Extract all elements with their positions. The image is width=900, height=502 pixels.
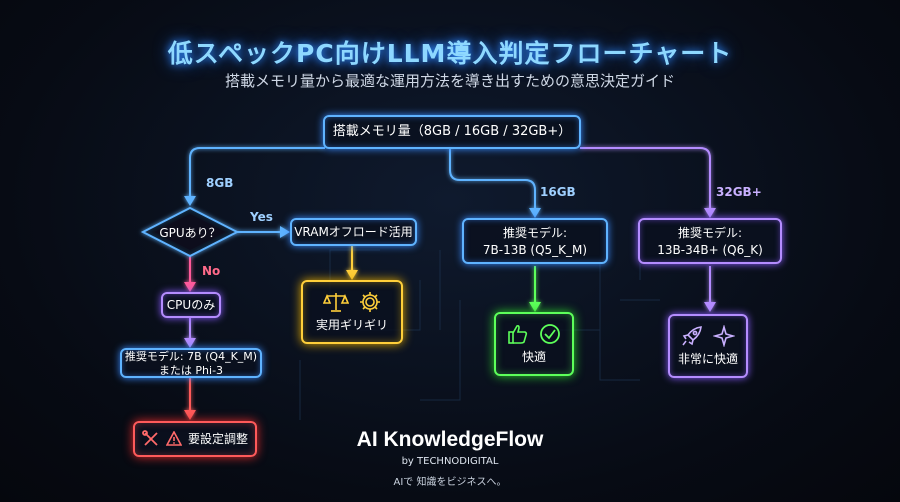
rec-16gb-node: 推奨モデル: 7B-13B (Q5_K_M) (462, 218, 608, 264)
practical-limit-node: 実用ギリギリ (301, 280, 403, 344)
vram-offload-node: VRAMオフロード活用 (290, 218, 417, 246)
page-subtitle: 搭載メモリ量から最適な運用方法を導き出すための意思決定ガイド (224, 72, 675, 90)
cpu-only-label: CPUのみ (166, 298, 216, 312)
gear-icon (359, 292, 380, 312)
rec-8gb-node: 推奨モデル: 7B (Q4_K_M) または Phi-3 (120, 348, 262, 378)
rec-8gb-line1: 推奨モデル: 7B (Q4_K_M) (124, 349, 258, 363)
comfortable-node: 快適 (494, 312, 574, 376)
rec-32gb-line2: 13B-34B+ (Q6_K) (657, 242, 763, 257)
brand-name: AI KnowledgeFlow (356, 428, 544, 451)
sparkle-star-icon (712, 325, 735, 347)
gpu-question-label: GPUあり？ (159, 226, 221, 240)
rec-8gb-line2: または Phi-3 (158, 363, 224, 377)
rocket-icon (682, 326, 702, 346)
edge-root-16gb (449, 148, 536, 212)
comfortable-label: 快適 (521, 350, 546, 364)
edge-label-8gb: 8GB (206, 176, 234, 190)
edge-label-32gb: 32GB+ (716, 185, 762, 199)
needs-config-node: 要設定調整 (133, 421, 257, 457)
warning-icon (165, 431, 182, 446)
rec-16gb-line1: 推奨モデル: (502, 225, 568, 240)
edge-label-no: No (202, 264, 221, 278)
wrench-screwdriver-icon (142, 430, 158, 446)
page-title: 低スペックPC向けLLM導入判定フローチャート (167, 39, 733, 68)
edge-root-32gb (580, 147, 711, 212)
root-node: 搭載メモリ量（8GB / 16GB / 32GB+） (323, 115, 581, 149)
edge-label-16gb: 16GB (540, 185, 576, 199)
rec-16gb-line2: 7B-13B (Q5_K_M) (482, 242, 588, 257)
rec-32gb-line1: 推奨モデル: (677, 225, 743, 240)
rec-32gb-node: 推奨モデル: 13B-34B+ (Q6_K) (638, 218, 782, 264)
cpu-only-node: CPUのみ (161, 292, 221, 318)
very-comfortable-label: 非常に快適 (677, 352, 738, 366)
brand-by: by TECHNODIGITAL (401, 456, 499, 467)
brand-tagline: AIで 知識をビジネスへ。 (393, 477, 507, 488)
root-node-label: 搭載メモリ量（8GB / 16GB / 32GB+） (332, 124, 572, 139)
edge-label-yes: Yes (250, 210, 273, 224)
very-comfortable-node: 非常に快適 (668, 314, 748, 378)
check-circle-icon (540, 324, 560, 344)
vram-offload-label: VRAMオフロード活用 (294, 225, 413, 239)
edge-root-8gb (189, 147, 325, 200)
needs-config-label: 要設定調整 (187, 432, 248, 446)
thumbs-up-icon (508, 324, 528, 344)
scales-icon (322, 293, 349, 312)
practical-limit-label: 実用ギリギリ (315, 318, 388, 332)
gpu-diamond-shape (140, 206, 240, 258)
